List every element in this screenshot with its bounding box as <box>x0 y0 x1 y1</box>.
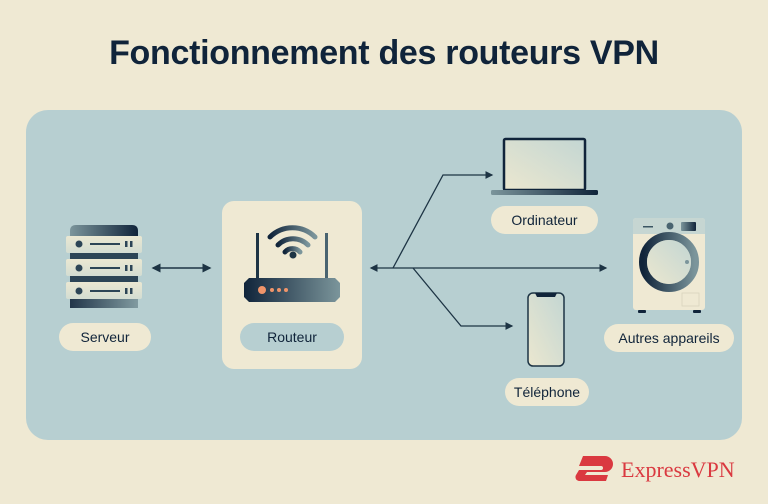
other-devices-label: Autres appareils <box>604 324 734 352</box>
brand-name: ExpressVPN <box>621 457 735 482</box>
diagram-panel <box>26 110 742 440</box>
phone-label: Téléphone <box>505 378 589 406</box>
smartphone-icon <box>527 292 565 367</box>
router-links <box>369 171 608 330</box>
brand-logo: ExpressVPN <box>575 454 735 486</box>
washing-machine-icon <box>633 218 705 313</box>
expressvpn-logo-icon <box>575 456 613 481</box>
server-label: Serveur <box>59 323 151 351</box>
server-rack-icon <box>66 225 142 308</box>
router-label: Routeur <box>240 323 344 351</box>
computer-label: Ordinateur <box>491 206 598 234</box>
page-title: Fonctionnement des routeurs VPN <box>109 34 659 72</box>
laptop-icon <box>491 137 598 195</box>
wifi-router-icon <box>244 225 340 302</box>
